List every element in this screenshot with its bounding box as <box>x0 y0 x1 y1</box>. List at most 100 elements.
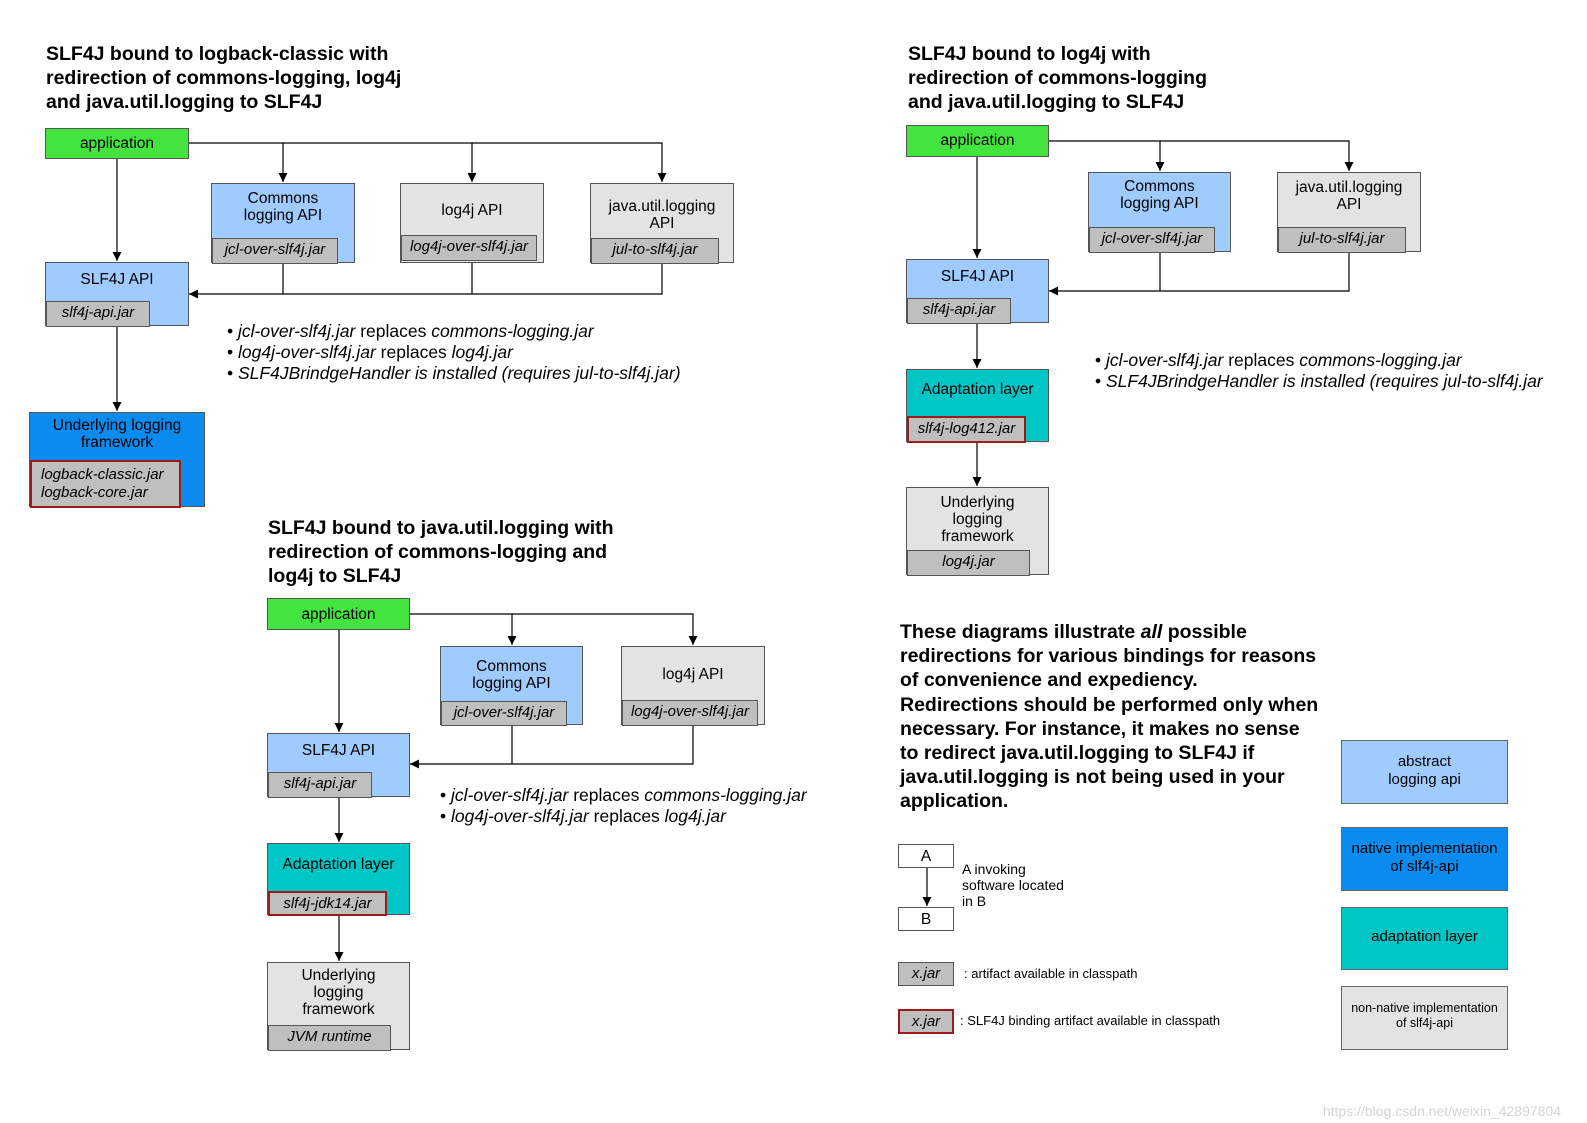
d3-underlying-label: Underlying <box>301 967 376 984</box>
d1-commons-box: Commons logging API jcl-over-slf4j.jar <box>211 183 355 264</box>
d1-underlying-label: framework <box>80 434 154 451</box>
d3-underlying-label: logging <box>313 984 364 1001</box>
d3-adaptation-label: Adaptation layer <box>282 856 395 873</box>
d1-slf4j-label: SLF4J API <box>80 271 154 288</box>
d1-note: • SLF4JBrindgeHandler is installed (requ… <box>227 363 681 383</box>
d1-underlying-box: Underlying logging framework logback-cla… <box>29 412 205 508</box>
d1-log4j-box: log4j API log4j-over-slf4j.jar <box>400 183 544 263</box>
d2-application-box: application <box>906 125 1049 157</box>
legend-non-native: non-native implementation of slf4j-api <box>1341 986 1508 1050</box>
d3-title-line: log4j to SLF4J <box>268 565 402 587</box>
d2-underlying-label: Underlying <box>940 494 1015 511</box>
legend-jar-desc: : artifact available in classpath <box>964 966 1138 981</box>
d1-title-line: SLF4J bound to logback-classic with <box>46 43 389 65</box>
d2-arrow-app-commons <box>1049 140 1165 171</box>
d2-note: • SLF4JBrindgeHandler is installed (requ… <box>1095 371 1543 391</box>
d2-title-line: SLF4J bound to log4j with <box>908 43 1151 65</box>
d1-note: • jcl-over-slf4j.jar replaces commons-lo… <box>227 321 594 341</box>
d3-log4j-jar: log4j-over-slf4j.jar <box>622 700 758 726</box>
d2-title-line: redirection of commons-logging <box>908 67 1208 89</box>
d2-jul-jar: jul-to-slf4j.jar <box>1278 227 1406 253</box>
legend-box-a-label: A <box>920 848 932 865</box>
d2-commons-label: logging API <box>1120 195 1199 212</box>
d2-application-label: application <box>940 132 1015 149</box>
d1-jul-jar: jul-to-slf4j.jar <box>591 238 719 264</box>
d3-underlying-jar: JVM runtime <box>268 1025 391 1051</box>
d2-title-line: and java.util.logging to SLF4J <box>908 91 1185 113</box>
d2-underlying-box: Underlying logging framework log4j.jar <box>906 487 1049 576</box>
d1-arrow-app-log4j <box>283 142 477 182</box>
d1-commons-label: logging API <box>243 207 323 224</box>
d1-note: • log4j-over-slf4j.jar replaces log4j.ja… <box>227 342 513 362</box>
d2-commons-label: Commons <box>1124 178 1195 195</box>
d1-underlying-jar-line: logback-core.jar <box>41 484 148 501</box>
legend-adaptation-layer: adaptation layer <box>1341 907 1508 970</box>
d1-slf4j-jar: slf4j-api.jar <box>46 301 150 327</box>
d1-underlying-label: Underlying logging <box>52 417 182 434</box>
d1-arrow-app-jul <box>472 142 667 182</box>
d3-arrow-app-commons <box>410 613 517 645</box>
d1-arrow-app-commons <box>189 142 288 182</box>
d2-jul-label: java.util.logging <box>1295 179 1403 196</box>
d3-commons-box: Commons logging API jcl-over-slf4j.jar <box>440 646 583 726</box>
explanation-paragraph: These diagrams illustrate all possible r… <box>900 621 1319 813</box>
d2-slf4j-jar: slf4j-api.jar <box>907 298 1011 324</box>
d3-arrow-bridges-slf4j <box>410 725 694 769</box>
legend-abstract-line: abstract <box>1397 753 1452 770</box>
d3-note: • jcl-over-slf4j.jar replaces commons-lo… <box>440 785 807 805</box>
d3-log4j-label: log4j API <box>662 666 724 683</box>
d2-commons-box: Commons logging API jcl-over-slf4j.jar <box>1088 172 1231 253</box>
legend-invoking-text: A invoking software located in B <box>962 861 1064 909</box>
watermark: https://blog.csdn.net/weixin_42897804 <box>1322 1103 1561 1119</box>
legend-box-a: A <box>898 844 954 868</box>
d1-underlying-jar-line: logback-classic.jar <box>41 466 164 483</box>
legend-invoking-line: in B <box>962 893 987 909</box>
d1-title: SLF4J bound to logback-classic with redi… <box>46 42 401 114</box>
d2-jul-label: API <box>1336 196 1362 213</box>
d3-slf4j-box: SLF4J API slf4j-api.jar <box>267 733 410 798</box>
d2-jul-box: java.util.logging API jul-to-slf4j.jar <box>1277 172 1421 253</box>
d2-slf4j-label: SLF4J API <box>940 268 1015 285</box>
legend-native-line: native implementation <box>1351 840 1498 857</box>
d2-arrow-bridges-slf4j <box>1049 252 1350 296</box>
d2-slf4j-box: SLF4J API slf4j-api.jar <box>906 259 1049 324</box>
d3-underlying-label: framework <box>302 1001 375 1018</box>
d1-title-line: and java.util.logging to SLF4J <box>46 91 323 113</box>
d3-underlying-box: Underlying logging framework JVM runtime <box>267 962 410 1051</box>
legend-non-native-line: non-native implementation <box>1351 1001 1498 1015</box>
d2-adaptation-label: Adaptation layer <box>921 381 1034 398</box>
legend-binding-jar-sample: x.jar <box>898 1009 954 1034</box>
d3-slf4j-label: SLF4J API <box>301 742 376 759</box>
d2-underlying-label: framework <box>941 528 1014 545</box>
d1-application-box: application <box>45 128 189 159</box>
d2-underlying-label: logging <box>952 511 1003 528</box>
legend-abstract-line: logging api <box>1388 771 1461 788</box>
d2-title: SLF4J bound to log4j with redirection of… <box>908 42 1207 114</box>
d2-notes: • jcl-over-slf4j.jar replaces commons-lo… <box>1095 350 1543 392</box>
d3-application-box: application <box>267 598 410 630</box>
d2-underlying-jar: log4j.jar <box>907 550 1030 576</box>
legend-binding-desc: : SLF4J binding artifact available in cl… <box>960 1013 1221 1028</box>
d3-log4j-box: log4j API log4j-over-slf4j.jar <box>621 646 765 726</box>
d2-commons-jar: jcl-over-slf4j.jar <box>1089 227 1215 253</box>
d1-notes: • jcl-over-slf4j.jar replaces commons-lo… <box>227 321 681 384</box>
d3-note: • log4j-over-slf4j.jar replaces log4j.ja… <box>440 806 726 826</box>
legend-native-line: of slf4j-api <box>1390 858 1459 875</box>
legend-invoking-line: A invoking <box>962 861 1026 877</box>
d3-application-label: application <box>301 606 376 623</box>
d3-adaptation-jar: slf4j-jdk14.jar <box>268 891 387 916</box>
d2-note: • jcl-over-slf4j.jar replaces commons-lo… <box>1095 350 1462 370</box>
d2-adaptation-jar: slf4j-log412.jar <box>907 416 1026 443</box>
d3-arrow-app-log4j <box>512 613 698 645</box>
d3-slf4j-jar: slf4j-api.jar <box>268 772 372 798</box>
legend-jar-sample: x.jar <box>898 962 954 986</box>
d1-title-line: redirection of commons-logging, log4j <box>46 67 402 89</box>
d1-log4j-label: log4j API <box>441 202 503 219</box>
d3-adaptation-box: Adaptation layer slf4j-jdk14.jar <box>267 843 410 916</box>
legend-abstract-api: abstract logging api <box>1341 740 1508 804</box>
d3-commons-label: logging API <box>472 675 551 692</box>
d1-jul-label: API <box>649 215 675 232</box>
d3-title-line: SLF4J bound to java.util.logging with <box>268 517 614 539</box>
legend-box-b: B <box>898 907 954 931</box>
